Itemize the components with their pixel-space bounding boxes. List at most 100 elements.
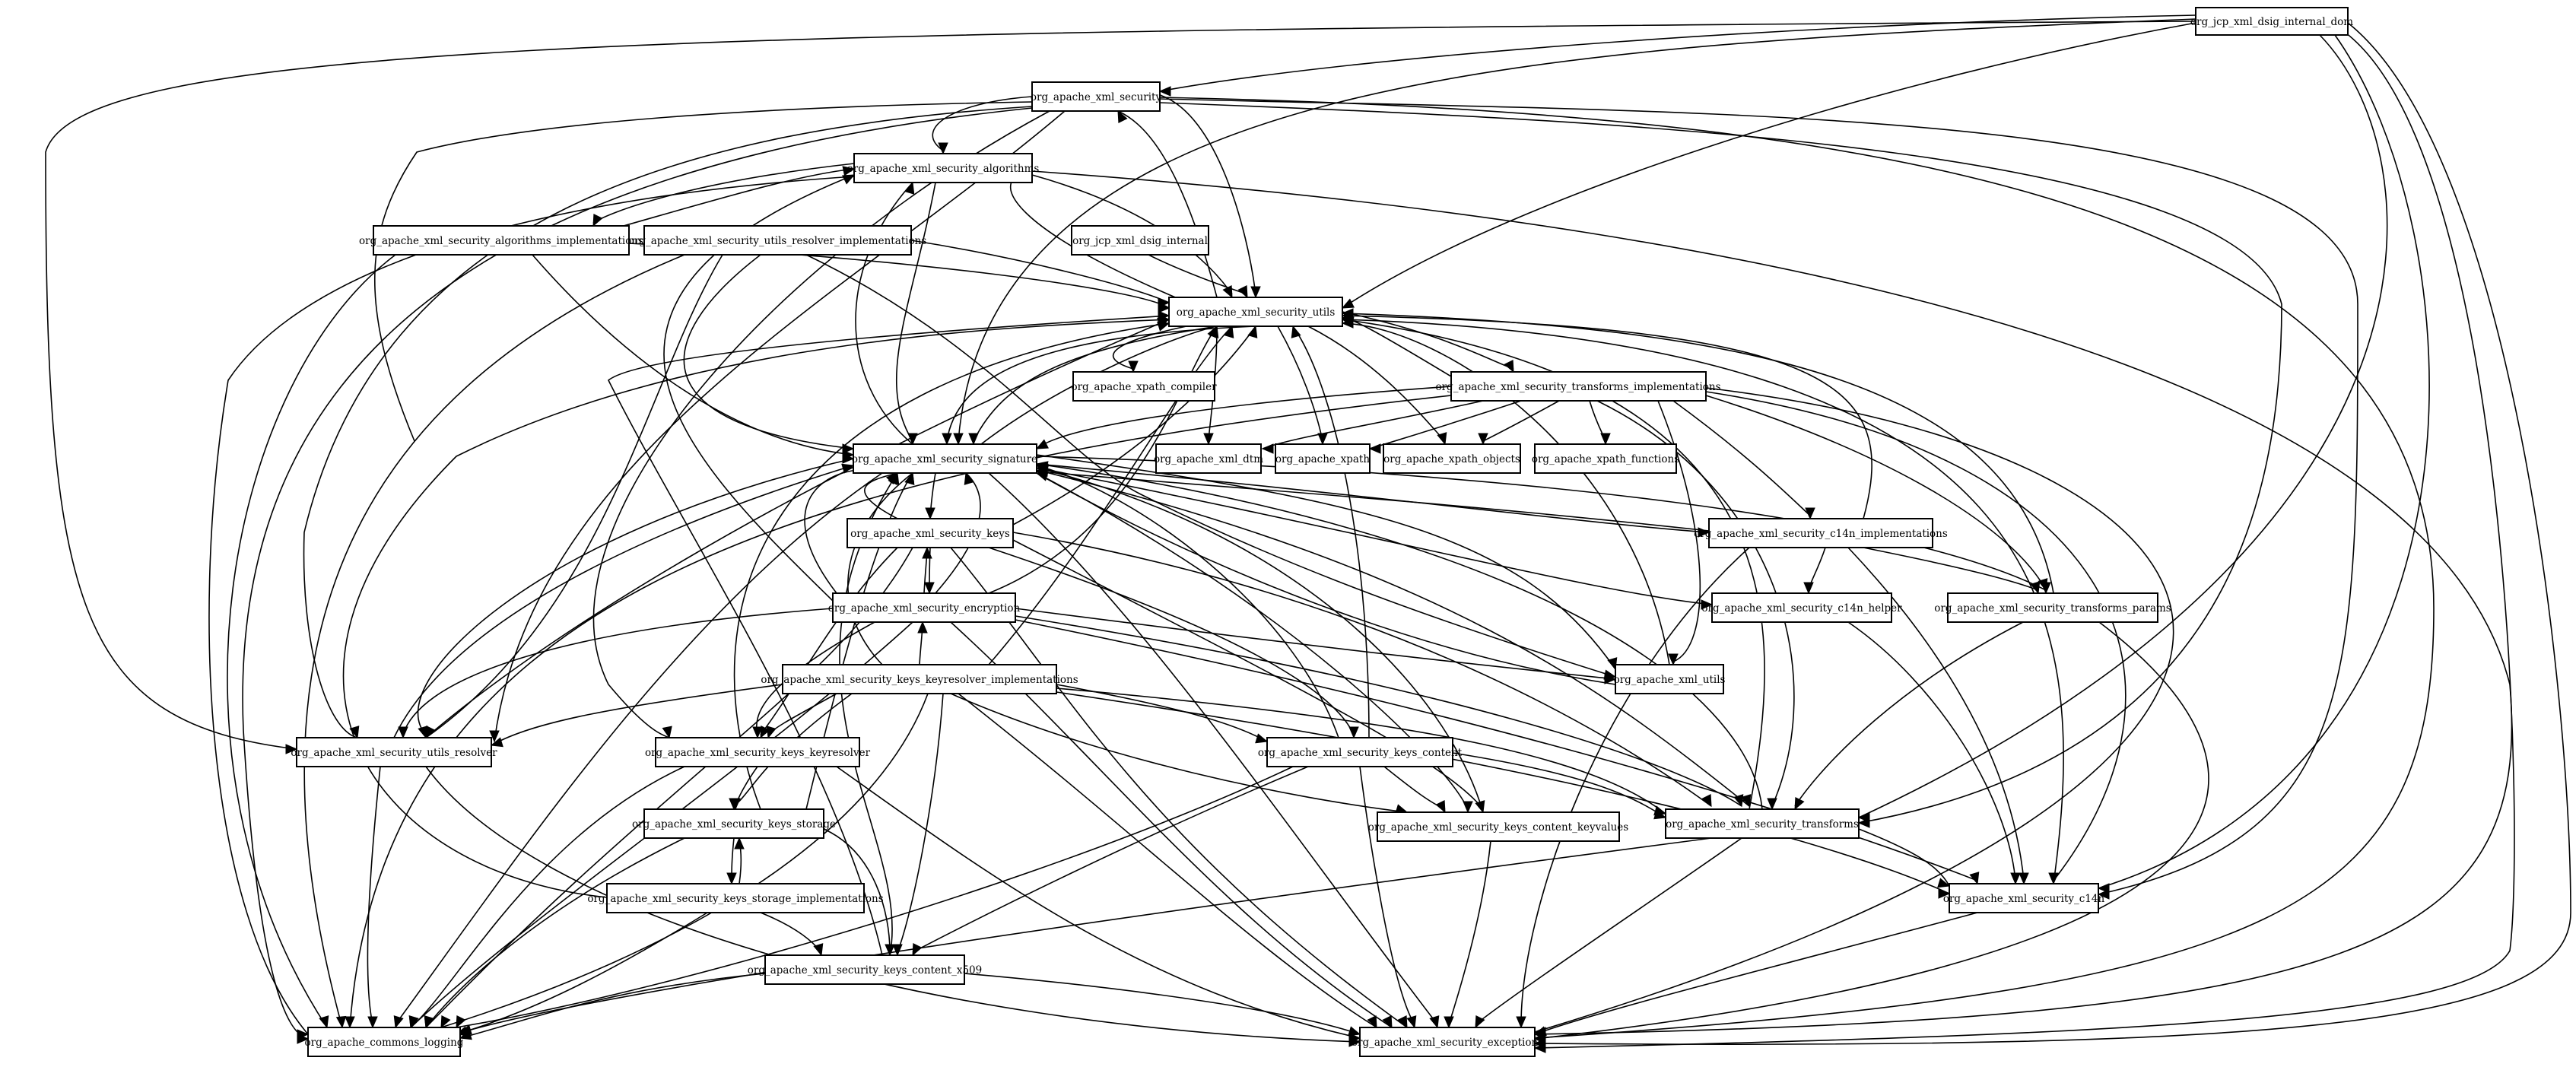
dependency-edge <box>607 315 1170 956</box>
dependency-edge <box>1112 325 1187 370</box>
dependency-edge <box>456 766 1294 1028</box>
dependency-edge <box>395 472 883 1025</box>
dependency-edge <box>1012 532 1712 807</box>
node-label: org_apache_xpath_compiler <box>1071 381 1217 393</box>
node-xpath-compiler[interactable]: org_apache_xpath_compiler <box>1071 371 1217 402</box>
dependency-edge <box>1036 463 1763 810</box>
arrowhead <box>1478 433 1488 446</box>
dependency-edge <box>836 766 1361 1039</box>
node-transforms[interactable]: org_apache_xml_security_transforms <box>1665 808 1860 839</box>
node-xml-dtm[interactable]: org_apache_xml_dtm <box>1154 443 1263 474</box>
arrowhead <box>1158 297 1170 308</box>
dependency-edge <box>1036 472 1469 810</box>
dependency-edge <box>425 319 1170 738</box>
node-label: org_jcp_xml_dsig_internal_dom <box>2190 16 2353 28</box>
node-label: org_apache_commons_logging <box>305 1037 464 1049</box>
arrowhead <box>1224 325 1234 338</box>
node-xpath-objects[interactable]: org_apache_xpath_objects <box>1383 443 1521 474</box>
dependency-edge <box>1307 325 1446 442</box>
node-keys-content[interactable]: org_apache_xml_security_keys_content <box>1258 737 1463 767</box>
arrowhead <box>938 142 948 155</box>
node-content-keyvalues[interactable]: org_apache_xml_security_keys_content_key… <box>1368 811 1629 842</box>
arrowhead <box>1247 325 1258 338</box>
node-content-x509[interactable]: org_apache_xml_security_keys_content_x50… <box>748 954 982 985</box>
arrowhead <box>2010 872 2021 885</box>
node-dsig-internal-dom[interactable]: org_jcp_xml_dsig_internal_dom <box>2190 7 2353 36</box>
node-c14n-helper[interactable]: org_apache_xml_security_c14n_helper <box>1701 592 1902 623</box>
arrowhead <box>1237 285 1248 299</box>
node-algorithms[interactable]: org_apache_xml_security_algorithms <box>847 153 1040 183</box>
arrowhead <box>1668 653 1679 666</box>
node-utils[interactable]: org_apache_xml_security_utils <box>1168 297 1343 327</box>
node-c14n[interactable]: org_apache_xml_security_c14n <box>1943 883 2105 913</box>
node-xml-utils[interactable]: org_apache_xml_utils <box>1614 664 1726 694</box>
node-utils-resolver-impl[interactable]: org_apache_xml_security_utils_resolver_i… <box>628 225 927 256</box>
dependency-edge <box>864 472 898 519</box>
arrowhead <box>892 944 903 957</box>
node-keyresolver-impl[interactable]: org_apache_xml_security_keys_keyresolver… <box>761 664 1078 694</box>
dependency-edge <box>964 973 1361 1035</box>
node-transforms-params[interactable]: org_apache_xml_security_transforms_param… <box>1934 592 2171 623</box>
dependency-edge <box>491 684 783 746</box>
arrowhead <box>1794 797 1805 811</box>
arrowhead <box>1367 1015 1377 1029</box>
dependency-edge <box>1847 547 2025 881</box>
arrowhead <box>459 1024 472 1035</box>
node-label: org_apache_xml_security_c14n_implementat… <box>1694 528 1948 540</box>
arrowhead <box>1157 321 1170 332</box>
arrowhead <box>1533 1043 1546 1053</box>
arrowhead <box>1348 1026 1361 1037</box>
node-c14n-impl[interactable]: org_apache_xml_security_c14n_implementat… <box>1694 518 1948 548</box>
node-algorithms-impl[interactable]: org_apache_xml_security_algorithms_imple… <box>359 225 643 256</box>
arrowhead <box>1341 318 1354 329</box>
dependency-edge <box>592 163 855 224</box>
node-label: org_apache_xml_security_keys_content_key… <box>1368 821 1629 834</box>
arrowhead <box>1291 325 1301 338</box>
dependency-edge <box>459 837 1712 1034</box>
arrowhead <box>1533 1034 1546 1044</box>
dependency-edge <box>1342 315 1872 519</box>
node-label: org_apache_xml_security_transforms_imple… <box>1435 381 1720 393</box>
node-commons-logging[interactable]: org_apache_commons_logging <box>305 1027 464 1057</box>
dependency-edge <box>973 325 1218 442</box>
dependency-edge <box>805 254 1616 678</box>
node-keys-keyresolver[interactable]: org_apache_xml_security_keys_keyresolver <box>645 737 871 767</box>
dependency-edge <box>988 547 1355 735</box>
dependency-edge <box>932 96 1033 151</box>
node-xpath[interactable]: org_apache_xpath <box>1275 443 1371 474</box>
node-storage-impl[interactable]: org_apache_xml_security_keys_storage_imp… <box>587 883 884 913</box>
dependency-edge <box>1342 322 1670 665</box>
node-transforms-impl[interactable]: org_apache_xml_security_transforms_imple… <box>1435 371 1721 402</box>
arrowhead <box>2048 872 2059 885</box>
node-xml-security[interactable]: org_apache_xml_security <box>1031 81 1162 112</box>
node-encryption[interactable]: org_apache_xml_security_encryption <box>828 592 1021 623</box>
dependency-edge <box>1036 467 1713 605</box>
node-label: org_apache_xpath_functions <box>1532 453 1679 465</box>
arrowhead <box>319 1015 329 1029</box>
node-keys-storage[interactable]: org_apache_xml_security_keys_storage <box>632 808 836 839</box>
arrowhead <box>1475 1015 1485 1029</box>
node-dsig-internal[interactable]: org_jcp_xml_dsig_internal <box>1071 225 1209 256</box>
arrowhead <box>726 872 737 885</box>
node-label: org_apache_xml_security_keys_content_x50… <box>748 964 982 976</box>
dependency-edge <box>1794 621 2024 807</box>
dependency-edge <box>1159 14 2196 92</box>
dependency-edge <box>2098 34 2430 889</box>
arrowhead <box>922 546 932 559</box>
dependency-edge <box>1015 608 1616 680</box>
arrowhead <box>1938 888 1951 899</box>
arrowhead <box>766 726 777 739</box>
node-label: org_apache_xml_security_algorithms <box>847 163 1040 175</box>
arrowhead <box>456 1015 466 1029</box>
node-signature[interactable]: org_apache_xml_security_signature <box>852 443 1037 474</box>
arrowhead <box>1348 1033 1361 1043</box>
dependency-edge <box>393 465 854 738</box>
node-utils-resolver[interactable]: org_apache_xml_security_utils_resolver <box>291 737 497 767</box>
node-exceptions[interactable]: org_apache_xml_security_exceptions <box>1352 1027 1543 1057</box>
arrowhead <box>1341 298 1355 309</box>
node-label: org_apache_xml_security_keys_content <box>1258 747 1463 759</box>
dependency-edge <box>1452 752 1666 818</box>
node-xpath-functions[interactable]: org_apache_xpath_functions <box>1532 443 1679 474</box>
arrowhead <box>285 744 298 754</box>
node-keys[interactable]: org_apache_xml_security_keys <box>846 518 1014 548</box>
